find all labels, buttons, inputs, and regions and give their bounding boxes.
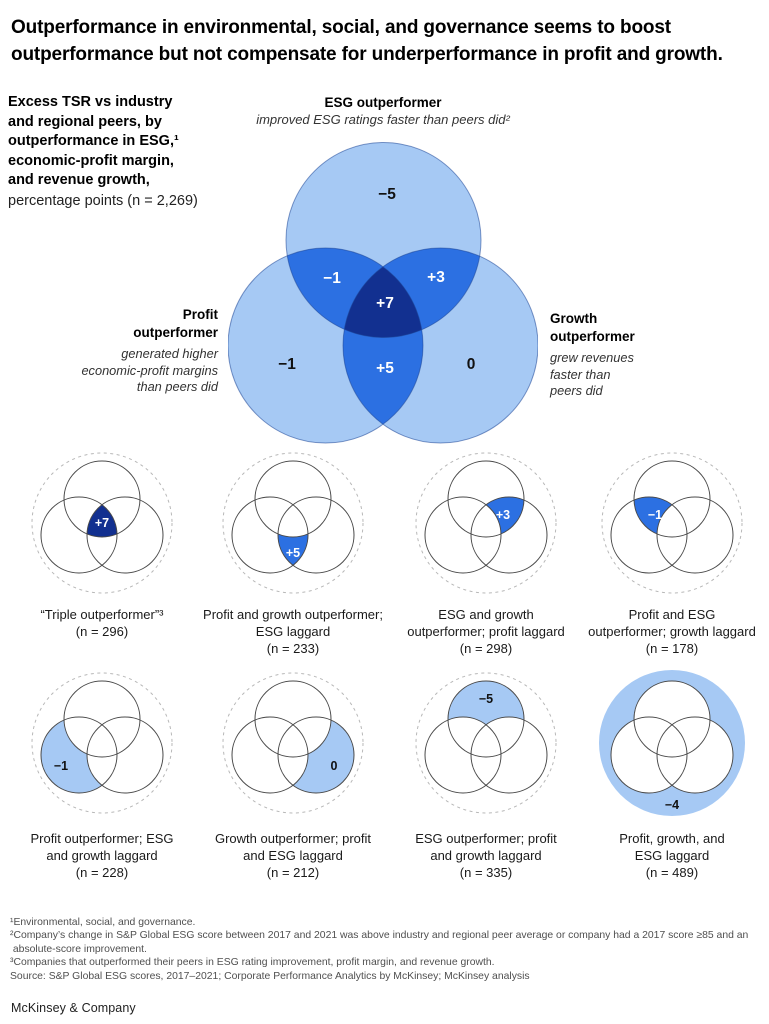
mckinsey-logo: McKinsey & Company: [11, 1001, 136, 1015]
venn-value-profit-growth: +5: [376, 360, 394, 377]
venn-value-esg-profit: −1: [323, 270, 341, 287]
small-venn-esg-growth: +3: [415, 452, 557, 594]
small-venn-value: −5: [479, 692, 493, 706]
venn-value-all: +7: [376, 295, 394, 312]
growth-set-title: Growth outperformer: [550, 311, 635, 344]
small-venn-profit-only: −1: [31, 672, 173, 814]
profit-circle-outline: [228, 247, 424, 444]
venn-value-esg-growth: +3: [427, 269, 445, 286]
chart-title: Outperformance in environmental, social,…: [11, 17, 723, 65]
small-venn-caption: Profit and growth outperformer; ESG lagg…: [203, 607, 383, 656]
profit-set-label: Profit outperformer generated higher eco…: [36, 306, 218, 396]
peer-group-ring: [31, 672, 173, 814]
measure-label-units: percentage points (n = 2,269): [8, 192, 198, 209]
measure-label-bold: Excess TSR vs industry and regional peer…: [8, 94, 179, 188]
esg-set-label: ESG outperformer improved ESG ratings fa…: [233, 95, 533, 127]
small-venn-value: −4: [665, 798, 679, 812]
footnote-2: ²Company’s change in S&P Global ESG scor…: [10, 930, 749, 955]
small-venn-value: −1: [648, 508, 662, 522]
small-venn-profit-esg: −1: [601, 452, 743, 594]
small-venn-caption: Growth outperformer; profit and ESG lagg…: [214, 831, 372, 880]
growth-circle-outline: [342, 247, 538, 444]
small-venn-esg-only: −5: [415, 672, 557, 814]
small-venn-value: 0: [331, 759, 338, 773]
esg-growth-overlap: [343, 248, 481, 338]
small-venn-caption: ESG outperformer; profit and growth lagg…: [415, 831, 557, 880]
esg-set-title: ESG outperformer: [324, 95, 442, 110]
venn-value-profit-only: −1: [278, 356, 296, 373]
small-venn-value: +3: [496, 508, 510, 522]
small-venn-profit-growth: +5: [222, 452, 364, 594]
small-venn-value: +5: [286, 546, 300, 560]
measure-label: Excess TSR vs industry and regional peer…: [8, 93, 238, 211]
small-venn-caption: Profit, growth, and ESG laggard (n = 489…: [619, 831, 725, 880]
growth-set-label: Growth outperformer grew revenues faster…: [550, 310, 720, 400]
small-venn-all-laggard: −4: [599, 670, 745, 816]
small-venn-caption: ESG and growth outperformer; profit lagg…: [407, 607, 565, 656]
footnote-3: ³Companies that outperformed their peers…: [10, 957, 495, 969]
small-venn-growth-only: 0: [222, 672, 364, 814]
venn-value-growth-only: 0: [467, 356, 476, 373]
peer-group-ring: [415, 672, 557, 814]
small-venn-caption: “Triple outperformer”³ (n = 296): [40, 607, 164, 639]
profit-set-subtitle: generated higher economic-profit margins…: [81, 346, 218, 394]
small-venn-triple-outperformer: +7: [31, 452, 173, 594]
venn-value-esg-only: −5: [378, 186, 396, 203]
peer-group-ring: [601, 452, 743, 594]
esg-profit-overlap: [286, 248, 423, 338]
peer-group-ring: [222, 452, 364, 594]
small-venn-value: +7: [95, 516, 109, 530]
main-venn-diagram: −5 −1 +3 +7 −1 +5 0: [228, 142, 538, 444]
growth-set-subtitle: grew revenues faster than peers did: [550, 350, 634, 398]
source-note: Source: S&P Global ESG scores, 2017–2021…: [10, 970, 530, 982]
peer-group-ring: [31, 452, 173, 594]
peer-group-ring: [222, 672, 364, 814]
small-venn-caption: Profit outperformer; ESG and growth lagg…: [30, 831, 174, 880]
peer-group-ring: [415, 452, 557, 594]
footnotes: ¹Environmental, social, and governance. …: [10, 916, 766, 983]
footnote-1: ¹Environmental, social, and governance.: [10, 917, 196, 928]
small-venn-caption: Profit and ESG outperformer; growth lagg…: [588, 607, 756, 656]
esg-circle-outline: [285, 142, 482, 338]
small-venn-value: −1: [54, 759, 68, 773]
esg-set-subtitle: improved ESG ratings faster than peers d…: [256, 112, 510, 127]
profit-set-title: Profit outperformer: [133, 307, 218, 340]
